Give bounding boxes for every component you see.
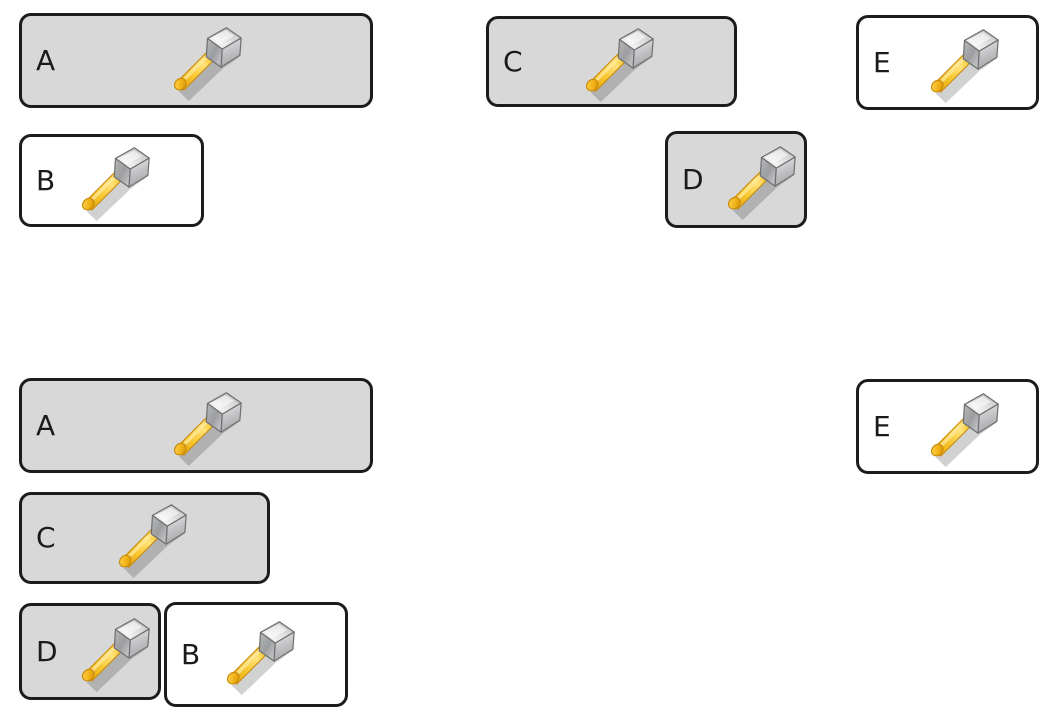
hammer-icon (919, 386, 1001, 468)
card-label-a: A (36, 43, 56, 77)
hammer-icon (70, 611, 152, 693)
card-label-c: C (503, 44, 523, 78)
hammer-card-d[interactable]: D (19, 603, 161, 700)
hammer-glyph (81, 617, 150, 692)
card-label-a: A (36, 408, 56, 442)
hammer-card-c[interactable]: C (19, 492, 270, 584)
hammer-card-b[interactable]: B (164, 602, 348, 707)
hammer-glyph (118, 504, 187, 579)
card-label-d: D (36, 634, 58, 668)
card-label-e: E (873, 45, 891, 79)
card-label-d: D (682, 162, 704, 196)
card-label-e: E (873, 409, 891, 443)
card-label-b: B (36, 163, 56, 197)
hammer-glyph (173, 391, 242, 466)
hammer-icon (215, 614, 297, 696)
hammer-glyph (226, 620, 295, 695)
hammer-icon (107, 497, 189, 579)
card-label-c: C (36, 521, 56, 554)
card-label-b: B (181, 637, 201, 671)
hammer-card-e[interactable]: E (856, 379, 1039, 474)
hammer-card-a[interactable]: A (19, 378, 373, 473)
hammer-icon (162, 385, 244, 467)
hammer-glyph (930, 392, 999, 467)
